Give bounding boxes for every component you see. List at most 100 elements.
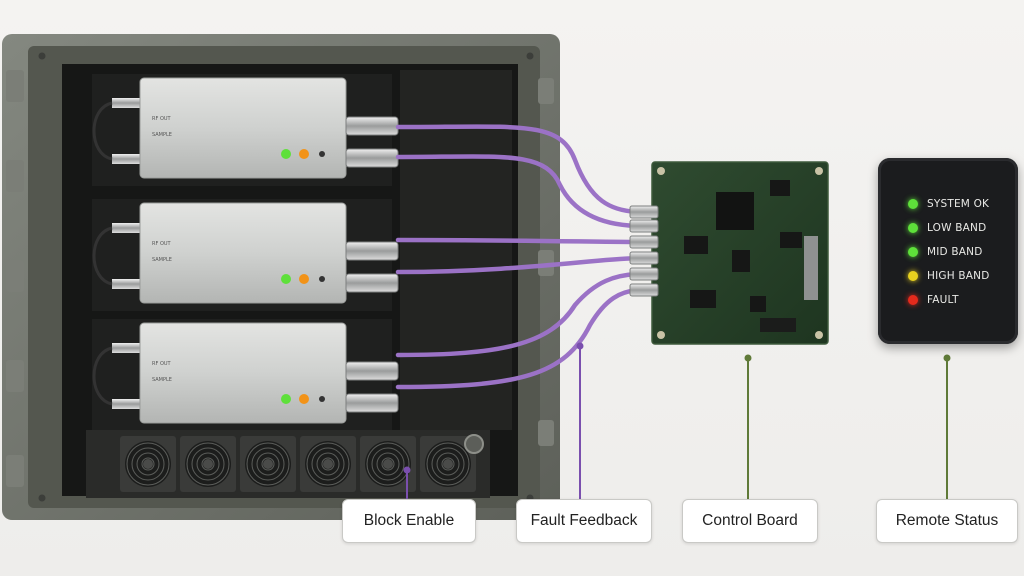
module-status-led [281, 274, 291, 284]
side-connector [112, 154, 142, 164]
cooling-fan [300, 436, 356, 492]
latch [538, 420, 554, 446]
control-board [629, 161, 829, 345]
amplifier-module [139, 322, 347, 424]
cooling-fan [120, 436, 176, 492]
fan-grille-ring [431, 447, 465, 481]
cable-2 [395, 154, 645, 229]
fault-feedback-dot [576, 342, 584, 350]
cable-4 [395, 255, 645, 275]
fault-label: FAULT [927, 294, 959, 306]
module-label-rf-out: RF OUT [152, 361, 172, 367]
control-board-dot [744, 354, 752, 362]
fan-grille-ring [321, 457, 335, 471]
mounting-hole [815, 167, 823, 175]
fan-grille-ring [196, 452, 220, 476]
status-row-low-band: LOW BAND [908, 220, 986, 236]
jumper-cable [92, 346, 113, 406]
low-band-label: LOW BAND [927, 222, 987, 234]
rf-connector [345, 361, 399, 381]
fan-grille-ring [316, 452, 340, 476]
fan-grille-ring [426, 442, 470, 486]
fan-grille-ring [311, 447, 345, 481]
module-label-sample: SAMPLE [152, 257, 172, 263]
mounting-hole [657, 167, 665, 175]
fan-grille-ring [191, 447, 225, 481]
amplifier-block: RF OUT SAMPLE [92, 319, 399, 431]
board-rf-connectors [629, 205, 659, 297]
high-band-label: HIGH BAND [927, 270, 990, 282]
connector-strip [804, 236, 818, 300]
cooling-fan [180, 436, 236, 492]
status-row-system-ok: SYSTEM OK [908, 196, 989, 212]
fan-grille-ring [246, 442, 290, 486]
remote-status-dot [943, 354, 951, 362]
cable-1 [395, 124, 645, 215]
callout-control-board: Control Board [682, 499, 818, 543]
fan-grille-ring [201, 457, 215, 471]
status-row-high-band: HIGH BAND [908, 268, 990, 284]
module-status-led [281, 149, 291, 159]
hinge [6, 160, 24, 192]
system-ok-led [908, 199, 918, 209]
chip [780, 232, 802, 248]
fan-grille-ring [441, 457, 455, 471]
system-ok-label: SYSTEM OK [927, 198, 990, 210]
side-connector [112, 223, 142, 233]
module-status-led [299, 394, 309, 404]
fan-grille-ring [126, 442, 170, 486]
hinge [6, 260, 24, 292]
module-label-rf-out: RF OUT [152, 241, 172, 247]
module-label-rf-out: RF OUT [152, 116, 172, 122]
module-status-led [299, 274, 309, 284]
mid-band-led [908, 247, 918, 257]
fan-hub [323, 459, 333, 469]
cooling-fan [420, 436, 476, 492]
fan-group [120, 436, 476, 492]
rf-connector [345, 148, 399, 168]
side-connector [112, 98, 142, 108]
chip [770, 180, 790, 196]
module-test-point [319, 276, 325, 282]
cable-5 [395, 271, 645, 358]
fan-grille-ring [306, 442, 350, 486]
amplifier-block: RF OUT SAMPLE [92, 199, 399, 311]
side-connector [112, 343, 142, 353]
fan-grille-ring [436, 452, 460, 476]
rf-connector [345, 273, 399, 293]
jumper-cable [92, 226, 113, 286]
board-connector [629, 283, 659, 297]
block-enable-dot [403, 466, 411, 474]
power-connector [464, 434, 484, 454]
high-band-led [908, 271, 918, 281]
fan-grille-ring [376, 452, 400, 476]
module-status-led [281, 394, 291, 404]
callout-block-enable: Block Enable [342, 499, 476, 543]
board-connector [629, 219, 659, 233]
chip [732, 250, 750, 272]
module-test-point [319, 151, 325, 157]
cooling-fan [240, 436, 296, 492]
chip [684, 236, 708, 254]
fan-hub [143, 459, 153, 469]
fan-grille-ring [261, 457, 275, 471]
rf-connector [345, 116, 399, 136]
low-band-led [908, 223, 918, 233]
remote-status-panel: SYSTEM OK LOW BAND MID BAND HIGH BAND FA… [878, 158, 1018, 344]
fan-tray [86, 430, 490, 498]
module-status-led [299, 149, 309, 159]
latch [538, 250, 554, 276]
fan-hub [203, 459, 213, 469]
module-label-sample: SAMPLE [152, 377, 172, 383]
rf-connector [345, 241, 399, 261]
status-row-fault: FAULT [908, 292, 959, 308]
module-test-point [319, 396, 325, 402]
amplifier-module [139, 77, 347, 179]
board-connector [629, 251, 659, 265]
board-connector [629, 267, 659, 281]
hinge [6, 70, 24, 102]
fault-led [908, 295, 918, 305]
connector-strip [760, 318, 796, 332]
